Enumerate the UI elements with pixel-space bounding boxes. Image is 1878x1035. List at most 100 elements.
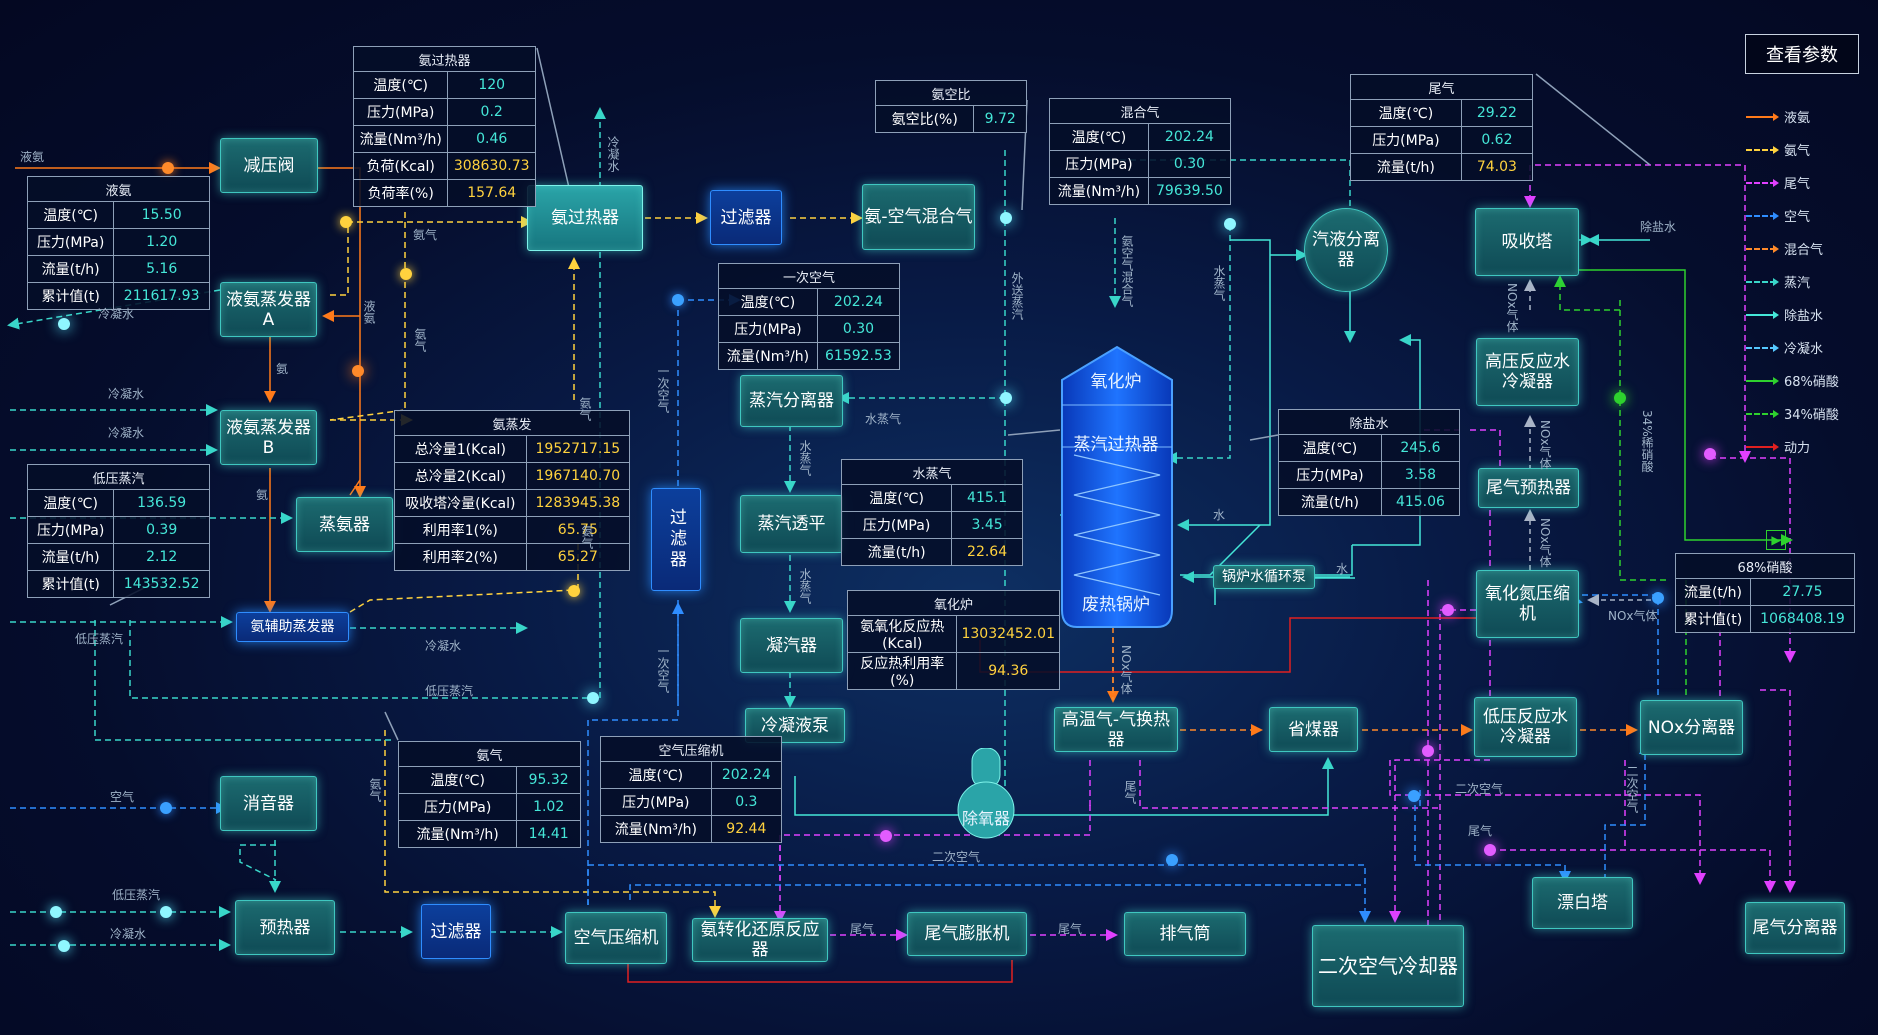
param-name: 温度(℃)	[26, 489, 115, 517]
glow-dot	[160, 802, 172, 814]
exhaust-stack[interactable]: 排气筒	[1124, 912, 1246, 956]
view-params-button[interactable]: 查看参数	[1745, 34, 1859, 74]
param-value: 0.30	[1147, 150, 1232, 178]
table-row: 流量(Nm³/h)92.44	[600, 815, 783, 843]
table-row: 压力(MPa)0.2	[352, 98, 536, 126]
table-row: 累计值(t)1068408.19	[1675, 605, 1856, 633]
param-value: 27.75	[1749, 578, 1856, 606]
param-name: 压力(MPa)	[26, 228, 115, 256]
bleaching-tower[interactable]: 漂白塔	[1532, 877, 1633, 929]
table-row: 利用率1(%)65.75	[394, 516, 631, 544]
param-value: 1967140.70	[525, 462, 631, 490]
play-icon[interactable]: ▶	[1766, 530, 1786, 550]
legend-label: 34%硝酸	[1784, 408, 1839, 423]
table-row: 氨氧化反应热(Kcal)13032452.01	[846, 615, 1060, 653]
steam-separator[interactable]: 蒸汽分离器	[740, 375, 843, 427]
label-secondary-air-2: 二次空气	[1455, 782, 1504, 796]
table-row: 累计值(t)143532.52	[26, 570, 210, 598]
glow-dot	[1000, 212, 1012, 224]
filter-1[interactable]: 过滤器	[710, 190, 782, 245]
table-row: 温度(℃)95.32	[397, 766, 581, 794]
param-value: 415.06	[1380, 488, 1461, 516]
param-value: 120	[447, 71, 536, 99]
param-value: 1283945.38	[525, 489, 631, 517]
deaerator-shape[interactable]	[955, 748, 1017, 840]
condenser[interactable]: 凝汽器	[740, 618, 843, 673]
param-name: 温度(℃)	[1350, 99, 1462, 127]
param-value: 1068408.19	[1749, 605, 1856, 633]
liquid-ammonia-evaporator-a[interactable]: 液氨蒸发器A	[220, 282, 317, 337]
low-pressure-water-condenser[interactable]: 低压反应水冷凝器	[1474, 697, 1577, 757]
ammonia-air-mixer[interactable]: 氨-空气混合气	[862, 184, 975, 250]
param-value: 92.44	[710, 815, 783, 843]
waste-heat-boiler-label: 废热锅炉	[1082, 595, 1150, 615]
param-name: 流量(Nm³/h)	[718, 342, 818, 370]
silencer[interactable]: 消音器	[220, 776, 317, 831]
glow-dot	[1484, 844, 1496, 856]
legend-label: 蒸汽	[1784, 276, 1811, 291]
absorption-tower[interactable]: 吸收塔	[1475, 208, 1579, 276]
param-name: 压力(MPa)	[26, 516, 115, 544]
param-name: 氨空比(%)	[874, 105, 975, 133]
ammonia-steamer[interactable]: 蒸氨器	[296, 497, 393, 552]
oxidation-furnace-tower[interactable]	[1052, 345, 1182, 630]
tail-gas-preheater[interactable]: 尾气预热器	[1478, 468, 1579, 508]
steam-turbine[interactable]: 蒸汽透平	[740, 495, 843, 553]
table-row: 压力(MPa)0.3	[600, 788, 783, 816]
param-name: 流量(t/h)	[1675, 578, 1751, 606]
ammonia-superheater[interactable]: 氨过热器	[527, 185, 643, 251]
param-name: 温度(℃)	[26, 201, 115, 229]
param-value: 1952717.15	[525, 435, 631, 463]
tail-gas-expander[interactable]: 尾气膨胀机	[907, 912, 1027, 956]
pressure-reducing-valve[interactable]: 减压阀	[220, 138, 318, 193]
param-name: 温度(℃)	[718, 288, 818, 316]
ammonia-aux-evaporator[interactable]: 氨辅助蒸发器	[236, 612, 349, 642]
preheater[interactable]: 预热器	[235, 900, 335, 955]
table-title: 氨过热器	[353, 46, 536, 72]
param-name: 累计值(t)	[1675, 605, 1751, 633]
param-value: 79639.50	[1147, 177, 1232, 205]
table-title: 氨空比	[875, 80, 1027, 106]
table-row: 负荷率(%)157.64	[352, 179, 536, 207]
tail-gas-separator[interactable]: 尾气分离器	[1745, 902, 1845, 954]
high-temp-gas-exchanger[interactable]: 高温气-气换热器	[1054, 707, 1178, 752]
table-row: 压力(MPa)0.30	[718, 315, 901, 343]
legend-line-icon	[1746, 409, 1779, 418]
boiler-water-circulation-pump[interactable]: 锅炉水循环泵	[1213, 565, 1315, 589]
economizer[interactable]: 省煤器	[1269, 707, 1358, 752]
liquid-ammonia-evaporator-b[interactable]: 液氨蒸发器B	[220, 410, 317, 465]
legend-line-icon	[1746, 343, 1779, 352]
param-value: 308630.73	[447, 152, 536, 180]
table-row: 流量(Nm³/h)79639.50	[1049, 177, 1232, 205]
table-row: 压力(MPa)1.20	[26, 228, 210, 256]
filter-vertical[interactable]: 过滤器	[651, 488, 701, 591]
param-name: 利用率1(%)	[394, 516, 527, 544]
table-row: 温度(℃)136.59	[26, 489, 210, 517]
legend-line-icon	[1746, 442, 1779, 451]
table-row: 流量(t/h)22.64	[840, 538, 1023, 566]
label-tail-gas-2: 尾气	[1058, 922, 1083, 936]
nitrogen-oxide-compressor[interactable]: 氧化氮压缩机	[1476, 570, 1579, 638]
vapor-liquid-separator[interactable]: 汽液分离器	[1304, 208, 1388, 292]
table-title: 空气压缩机	[600, 736, 782, 762]
label-cooling-water-4: 冷凝水	[425, 639, 462, 653]
label-ammonia-1: 氨	[276, 362, 289, 376]
filter-2[interactable]: 过滤器	[421, 904, 491, 959]
param-value: 202.24	[1147, 123, 1232, 151]
table-title: 混合气	[1049, 98, 1231, 124]
nox-separator[interactable]: NOx分离器	[1640, 700, 1743, 755]
steam-superheater-label: 蒸汽过热器	[1073, 435, 1159, 455]
high-pressure-water-condenser[interactable]: 高压反应水冷凝器	[1476, 338, 1579, 406]
legend-item: 冷凝水	[1746, 331, 1839, 364]
table-row: 累计值(t)211617.93	[26, 282, 210, 310]
air-compressor[interactable]: 空气压缩机	[565, 912, 667, 964]
secondary-air-cooler[interactable]: 二次空气冷却器	[1312, 925, 1464, 1007]
ammonia-reduction-reactor[interactable]: 氨转化还原反应器	[692, 918, 828, 962]
